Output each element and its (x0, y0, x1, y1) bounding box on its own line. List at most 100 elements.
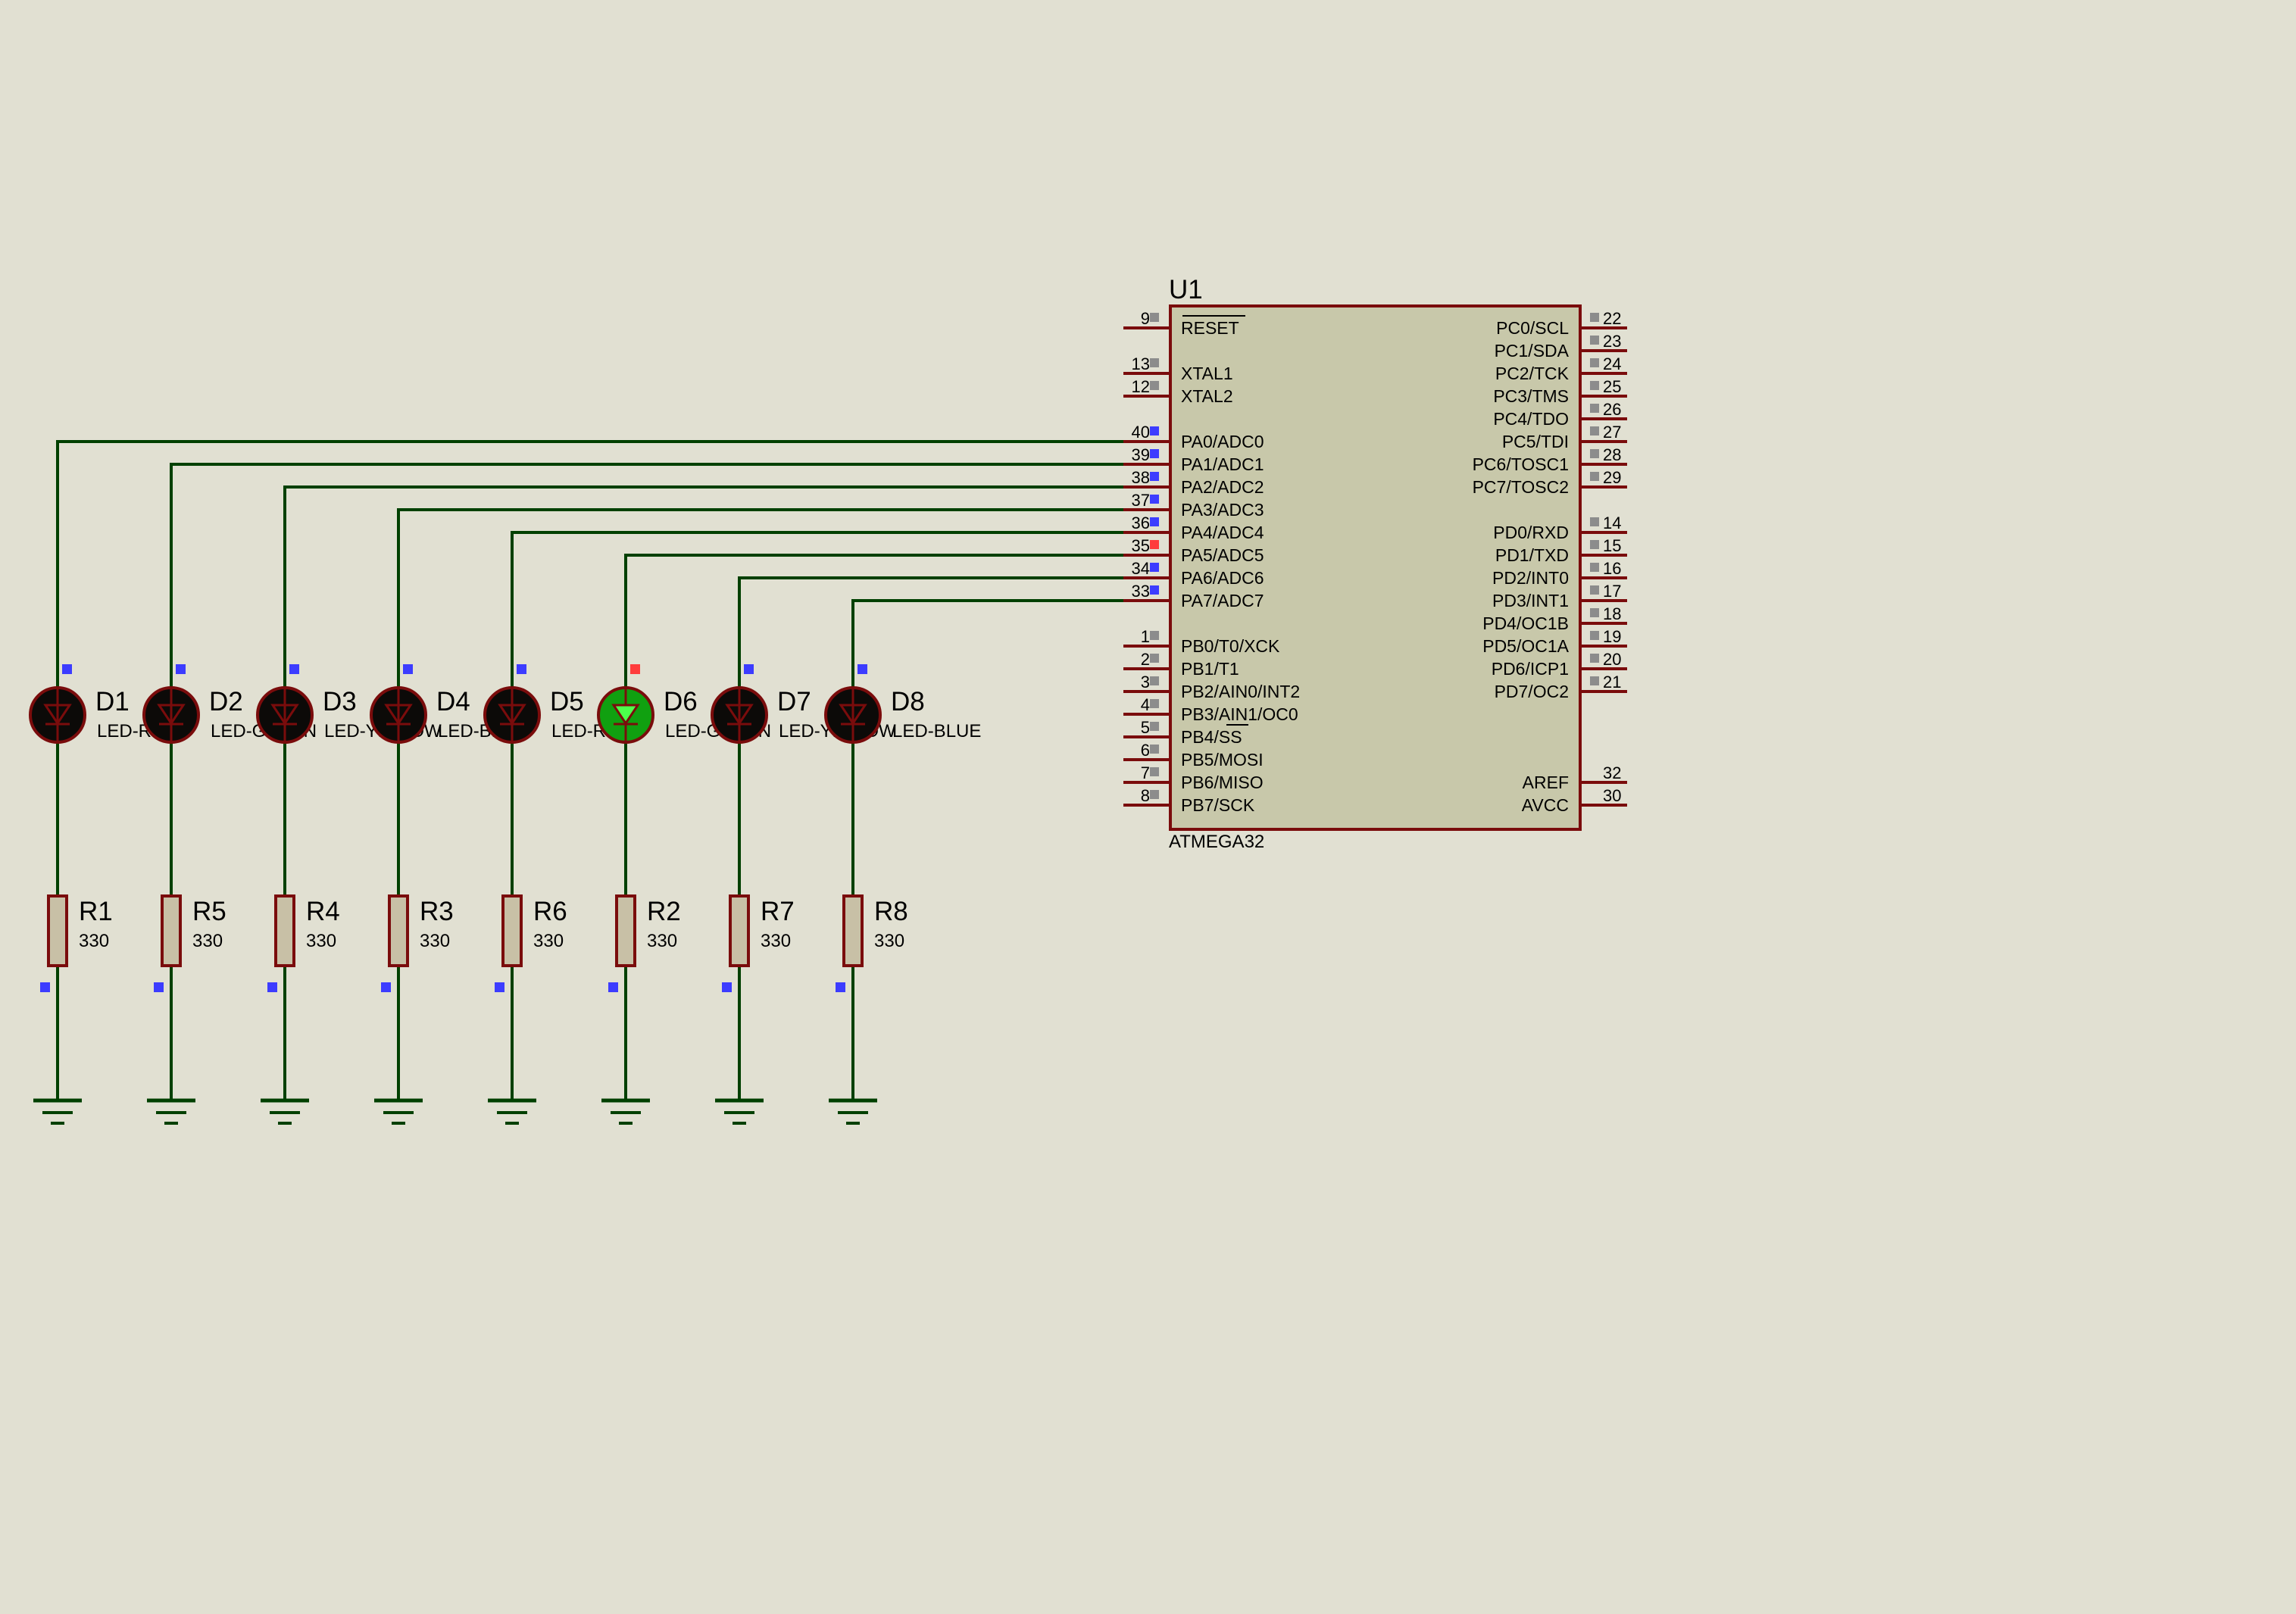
diode-triangle-icon (43, 704, 72, 726)
pin-name: PB5/MOSI (1181, 750, 1264, 770)
pin-state-indicator (1150, 790, 1159, 799)
diode-triangle-icon (157, 704, 186, 726)
led-reference-label: D7 (777, 687, 811, 716)
pin-number: 34 (1132, 559, 1150, 578)
resistor-value-label: 330 (306, 931, 336, 951)
pin-state-indicator (1150, 449, 1159, 458)
pin-name: AREF (1523, 773, 1569, 792)
resistor-reference-label: R5 (192, 897, 226, 926)
pin-name: PC6/TOSC1 (1473, 454, 1569, 474)
pin-number: 20 (1603, 650, 1621, 669)
pin-name: PD2/INT0 (1492, 568, 1569, 588)
chip-pin-19[interactable]: 19 PD5/OC1A (1482, 627, 1627, 656)
pin-name: PD7/OC2 (1495, 682, 1569, 701)
chip-body[interactable] (1169, 304, 1582, 831)
pin-number: 29 (1603, 468, 1621, 487)
pin-name: PB1/T1 (1181, 659, 1239, 679)
chip-pin-16[interactable]: 16 PD2/INT0 (1492, 559, 1627, 588)
pin-number: 1 (1141, 627, 1150, 646)
led-reference-label: D6 (664, 687, 698, 716)
resistor-probe-r6 (495, 982, 504, 992)
pin-state-indicator (1590, 631, 1599, 640)
pin-state-indicator (1590, 472, 1599, 481)
wire-pa0-to-led (56, 440, 1123, 693)
pin-state-indicator (1590, 540, 1599, 549)
pin-name: PA0/ADC0 (1181, 432, 1264, 451)
pin-number: 38 (1132, 468, 1150, 487)
wire-pa7-to-led (851, 599, 1123, 693)
pin-number: 15 (1603, 536, 1621, 555)
wire-pa5-to-led (624, 554, 1123, 693)
resistor-body (388, 894, 409, 967)
diode-triangle-icon (839, 704, 867, 726)
ground-icon (261, 1098, 309, 1125)
resistor-probe-r5 (154, 982, 164, 992)
pin-number: 26 (1603, 400, 1621, 419)
pin-number: 19 (1603, 627, 1621, 646)
pin-number: 14 (1603, 514, 1621, 532)
pin-number: 22 (1603, 309, 1621, 328)
logic-probes (40, 664, 867, 992)
pin-name: PA2/ADC2 (1181, 477, 1264, 497)
pin-number: 16 (1603, 559, 1621, 578)
led-type-label: LED-BLUE (892, 721, 981, 741)
chip-right-pins: 22PC0/SCL23PC1/SDA24PC2/TCK25PC3/TMS26PC… (1473, 309, 1627, 815)
resistor-reference-label: R4 (306, 897, 340, 926)
pin-name: AVCC (1522, 795, 1569, 815)
pin-name: PC0/SCL (1496, 318, 1569, 338)
chip-pin-38[interactable]: 38 PA2/ADC2 (1123, 468, 1264, 497)
ground-icon (33, 1098, 82, 1125)
pin-number: 18 (1603, 604, 1621, 623)
pin-state-indicator (1590, 676, 1599, 685)
pin-name: PD5/OC1A (1482, 636, 1569, 656)
pin-name: PC5/TDI (1502, 432, 1569, 451)
chip-pin-22[interactable]: 22 PC0/SCL (1496, 309, 1627, 338)
pin-state-indicator (1590, 585, 1599, 595)
